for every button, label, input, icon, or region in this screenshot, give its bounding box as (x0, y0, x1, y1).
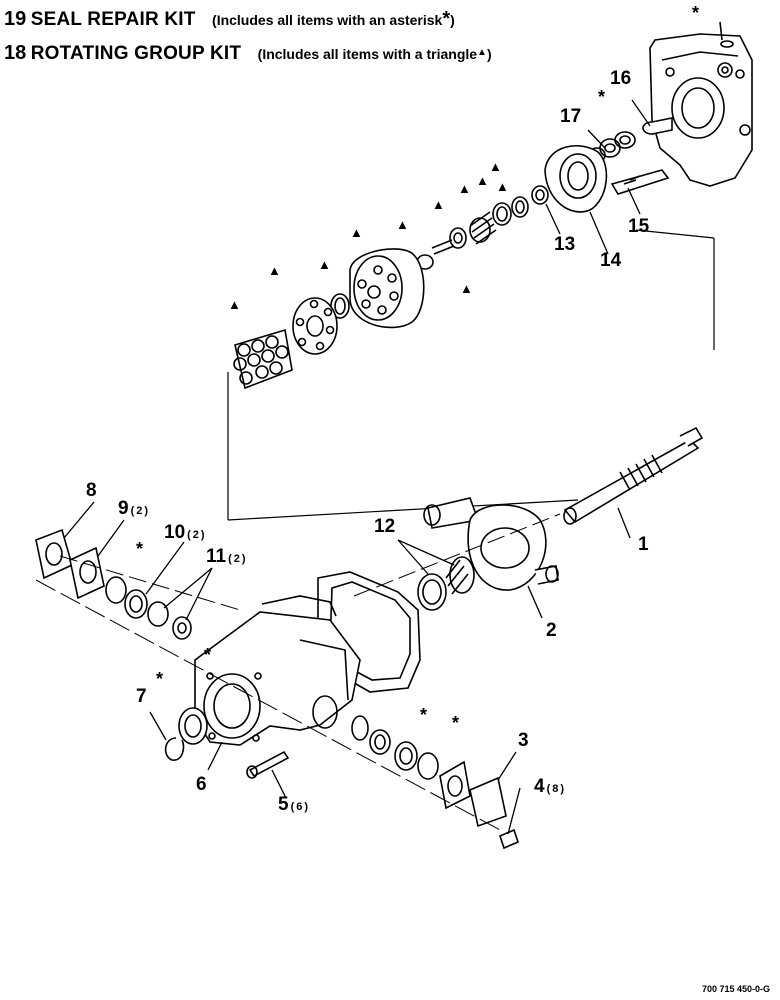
asterisk-marker: * (692, 3, 700, 23)
triangle-marker: ▲ (350, 225, 363, 240)
asterisk-marker: * (420, 705, 428, 725)
shim-part (531, 185, 549, 205)
triangle-marker: ▲ (460, 281, 473, 296)
callout-8: 8 (86, 480, 97, 501)
callout-11: 11(2) (206, 546, 248, 567)
left-cover-part-8 (35, 528, 73, 580)
retainer-plate-part (292, 297, 338, 355)
triangle-marker: ▲ (228, 297, 241, 312)
bushing-part (642, 117, 673, 135)
center-axis (35, 513, 561, 831)
valve-plate-part (544, 144, 608, 213)
callout-9: 9(2) (118, 498, 151, 519)
asterisk-marker: * (598, 87, 606, 107)
callout-3: 3 (518, 730, 529, 751)
right-parts (351, 715, 519, 850)
left-seal-rings (105, 576, 192, 640)
snap-ring-part (164, 737, 185, 761)
callout-16: 16 (610, 68, 632, 89)
cylinder-block-part (349, 248, 425, 329)
callout-15: 15 (628, 216, 650, 237)
bracket-line (227, 229, 715, 521)
leader-lines (63, 99, 651, 835)
asterisk-marker: * (156, 669, 164, 689)
asterisk-marker: * (452, 713, 460, 733)
seal-repair-kit-line: 19 SEAL REPAIR KIT (Includes all items w… (4, 8, 455, 31)
triangle-marker: ▲ (318, 257, 331, 272)
kit-name: SEAL REPAIR KIT (30, 9, 196, 30)
triangle-marker: ▲ (268, 263, 281, 278)
kit-note: (Includes all items with a triangle▲) (257, 46, 492, 62)
spring-group-parts (416, 196, 529, 270)
callout-4: 4(8) (534, 776, 567, 797)
pistons-part (233, 328, 293, 390)
triangle-marker: ▲ (476, 173, 489, 188)
callout-14: 14 (600, 250, 622, 271)
asterisk-marker: * (204, 645, 212, 665)
drawing-number: 700 715 450-0-G (701, 984, 770, 994)
front-bearing-part (178, 707, 208, 745)
main-housing-part (194, 595, 361, 746)
callout-13: 13 (554, 234, 576, 255)
bolt-part-5 (246, 750, 290, 779)
rotating-group-kit-line: 18 ROTATING GROUP KIT (Includes all item… (4, 42, 492, 65)
kit-number: 19 (4, 8, 27, 30)
end-housing-part (649, 21, 753, 187)
callout-2: 2 (546, 620, 557, 641)
triangle-marker: ▲ (458, 181, 471, 196)
callout-6: 6 (196, 774, 207, 795)
triangle-marker: ▲ (396, 217, 409, 232)
kit-number: 18 (4, 42, 27, 64)
left-gasket-part-9 (69, 546, 105, 600)
triangle-marker: ▲ (489, 159, 502, 174)
callout-12: 12 (374, 516, 396, 537)
yoke-part (423, 497, 559, 591)
callout-1: 1 (638, 534, 649, 555)
shaft-part (563, 426, 704, 525)
kit-note: (Includes all items with an asterisk*) (212, 8, 455, 30)
triangle-marker: ▲ (496, 179, 509, 194)
asterisk-marker: * (136, 539, 144, 559)
bearing-part-12 (417, 556, 475, 611)
triangle-marker: ▲ (432, 197, 445, 212)
callout-5: 5(6) (278, 794, 311, 815)
kit-name: ROTATING GROUP KIT (30, 43, 242, 64)
callout-17: 17 (560, 106, 582, 127)
pin-part (610, 169, 670, 195)
callout-7: 7 (136, 686, 147, 707)
callout-10: 10(2) (164, 522, 207, 543)
